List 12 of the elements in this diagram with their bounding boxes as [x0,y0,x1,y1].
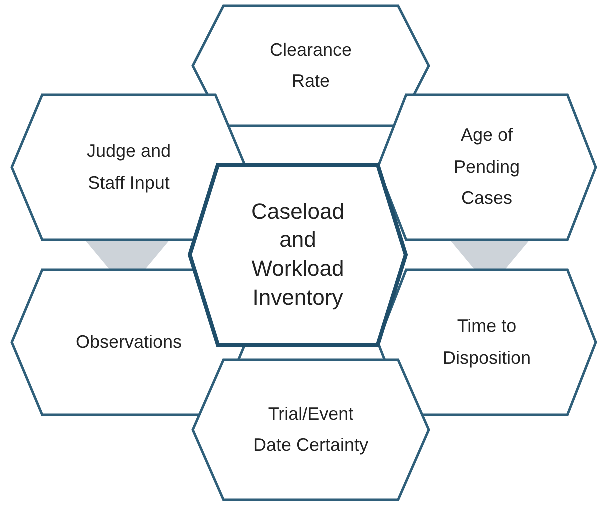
hexagon-label: Clearance Rate [268,38,354,93]
hexagon [192,358,430,502]
hexagon-label: Observations [74,330,184,354]
hexagon-label: Time to Disposition [442,315,532,370]
center-label: Caseload and Workload Inventory [250,198,346,312]
hexagon [376,94,597,242]
hexagon-label: Trial/Event Date Certainty [252,402,370,457]
hexagon-label: Age of Pending Cases [452,124,522,210]
hexagon [10,94,248,242]
hexagon-label: Judge and Staff Input [86,140,172,195]
hexagon [192,4,430,128]
hexagon [376,268,597,416]
